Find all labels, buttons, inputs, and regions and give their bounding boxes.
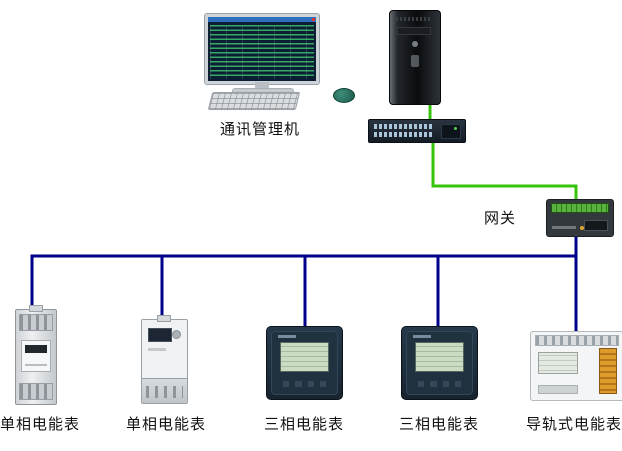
switch-uplink-ports <box>441 124 461 139</box>
meter-brand-mark <box>413 335 431 338</box>
meter-button <box>306 380 315 388</box>
meter-label-5: 导轨式电能表 <box>526 416 622 433</box>
meter-button <box>453 380 462 388</box>
gateway-ethernet-ports <box>584 220 608 231</box>
station-label: 通讯管理机 <box>219 121 300 138</box>
wire-switch-to-gateway <box>431 138 578 203</box>
mouse-icon <box>333 88 355 103</box>
close-icon <box>312 18 315 21</box>
din-mount-tab <box>157 315 171 322</box>
meter-register <box>25 345 47 353</box>
meter-button <box>417 380 426 388</box>
three-phase-meter-2-icon <box>401 326 478 400</box>
tower-vent <box>396 17 430 21</box>
meter-label-4: 三相电能表 <box>399 416 480 433</box>
meter-button <box>172 330 181 339</box>
monitor-stand-neck <box>255 82 269 88</box>
din-mount-tab <box>29 305 43 312</box>
gateway-label: 网关 <box>483 210 516 227</box>
network-switch-icon <box>368 119 466 143</box>
tower-logo <box>411 55 419 67</box>
meter-buttons <box>417 380 462 388</box>
meter-label-2: 单相电能表 <box>126 416 207 433</box>
meter-bottom-terminals <box>19 383 53 400</box>
meter-buttons <box>282 380 327 388</box>
three-phase-meter-1-icon <box>266 326 343 400</box>
meter-print <box>25 364 47 366</box>
pc-tower-icon <box>389 10 441 105</box>
meter-lcd <box>280 342 329 372</box>
meter-buttons <box>538 385 578 394</box>
meter-button <box>282 380 291 388</box>
meter-terminal-screws <box>146 386 183 398</box>
gateway-print <box>552 226 576 229</box>
meter-lcd <box>148 328 172 342</box>
meter-button <box>429 380 438 388</box>
meter-top-terminals <box>535 335 619 346</box>
meter-terminal-cover <box>142 378 187 403</box>
gateway-terminal-block <box>551 203 609 213</box>
meter-label-3: 三相电能表 <box>264 416 345 433</box>
meter-button <box>294 380 303 388</box>
meter-side-terminals <box>599 348 617 394</box>
tower-drive-bay <box>397 27 431 35</box>
meter-top-terminals <box>19 314 53 331</box>
single-phase-meter-1-icon <box>15 305 57 405</box>
keyboard-icon <box>207 92 301 110</box>
switch-ports-row <box>374 124 434 129</box>
meter-label-1: 单相电能表 <box>0 416 81 433</box>
meter-lcd <box>538 352 578 374</box>
switch-led <box>454 127 457 130</box>
rail-type-meter-icon <box>530 331 622 401</box>
meter-face <box>406 331 473 395</box>
meter-button <box>318 380 327 388</box>
meter-print <box>148 348 166 351</box>
switch-ports-row <box>374 132 434 137</box>
software-titlebar <box>208 17 316 22</box>
meter-face <box>271 331 338 395</box>
meter-brand-mark <box>278 335 296 338</box>
meter-lcd <box>415 342 464 372</box>
single-phase-meter-2-icon <box>141 315 188 404</box>
meter-register-window <box>21 340 51 372</box>
gateway-device-icon <box>546 199 614 237</box>
meter-button <box>441 380 450 388</box>
gateway-led <box>580 226 584 230</box>
monitor-icon <box>204 13 320 85</box>
software-data-rows <box>210 25 314 79</box>
monitor-screen <box>208 17 316 81</box>
tower-power-button <box>412 41 418 47</box>
